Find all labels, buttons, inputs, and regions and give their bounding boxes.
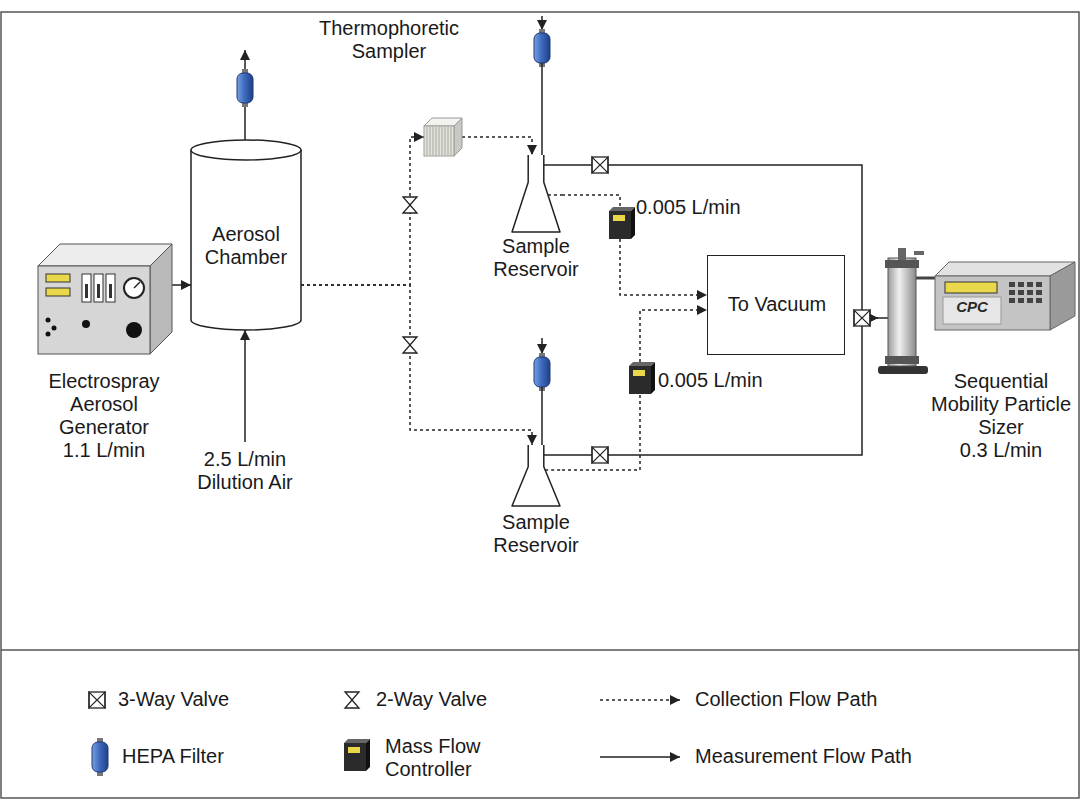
legend-entry: Mass Flow Controller: [385, 735, 495, 781]
node-text: Sample Reservoir: [476, 511, 596, 557]
flow-label: 0.005 L/min: [658, 369, 763, 392]
mass-flow-controller: [344, 739, 370, 771]
inlet-arrow: [541, 338, 543, 354]
legend-text: Measurement Flow Path: [695, 745, 912, 768]
node-text: To Vacuum: [728, 293, 827, 316]
node-text: 1.1 L/min: [63, 439, 145, 462]
node-text: Thermophoretic Sampler: [314, 17, 464, 63]
text-block: Aerosol Chamber: [191, 223, 301, 269]
vacuum-box: To Vacuum: [707, 255, 845, 355]
text-block: Sequential Mobility Particle Sizer0.3 L/…: [928, 370, 1074, 462]
legend-entry: 3-Way Valve: [118, 688, 278, 711]
mass-flow-controller: [629, 362, 655, 394]
legend-entry: 2-Way Valve: [376, 688, 536, 711]
two-way-valve: [403, 337, 417, 353]
text-block: Thermophoretic Sampler: [314, 17, 464, 63]
inlet-arrow: [541, 16, 543, 30]
legend-swatch: [92, 738, 108, 776]
node-text: Sample Reservoir: [476, 235, 596, 281]
legend-swatch: [345, 692, 359, 708]
hepa-filter: [534, 29, 550, 67]
node-text: Aerosol Chamber: [191, 223, 301, 269]
three-way-valve: [592, 157, 608, 173]
two-way-valve: [345, 692, 359, 708]
illustration: [237, 16, 870, 463]
legend-swatch: [600, 757, 680, 758]
legend-swatch: [89, 692, 105, 708]
node-text: Electrospray Aerosol Generator: [30, 370, 178, 439]
legend-entry: Measurement Flow Path: [695, 745, 955, 768]
flow-label: 2.5 L/min Dilution Air: [185, 448, 305, 494]
collection-flow-path: [301, 137, 424, 285]
three-way-valve: [854, 310, 870, 326]
dilution-air-arrow: [244, 330, 246, 442]
node-text: 0.3 L/min: [960, 439, 1042, 462]
legend-line: [600, 699, 680, 701]
node-text: Sequential Mobility Particle Sizer: [928, 370, 1074, 439]
sample-reservoir: Sample Reservoir: [510, 445, 562, 507]
particle-sizer: Sequential Mobility Particle Sizer0.3 L/…: [878, 248, 1078, 493]
legend-separator: [1, 649, 1079, 651]
label-slot: 2.5 L/min Dilution Air: [185, 448, 305, 494]
flow-label: 0.005 L/min: [636, 196, 741, 219]
hepa-filter: [92, 738, 108, 776]
thermophoretic-sampler: Thermophoretic Sampler: [424, 118, 462, 156]
inlet-line: [541, 63, 543, 155]
thermophoretic-sampler-icon: [424, 118, 462, 156]
exhaust-line: [244, 104, 246, 140]
collection-flow-path: [462, 137, 532, 155]
exhaust-arrow: [244, 50, 246, 69]
legend-swatch: [600, 700, 680, 701]
sample-reservoir-icon: [510, 155, 562, 233]
text-block: CPC: [943, 298, 1001, 316]
two-way-valve: [403, 197, 417, 213]
mass-flow-controller: [609, 207, 635, 239]
collection-flow-path: [301, 285, 532, 445]
legend-line: [600, 756, 680, 758]
legend-text: 3-Way Valve: [118, 688, 229, 711]
figure-frame: [1, 12, 1079, 798]
aerosol-generator: Electrospray Aerosol Generator1.1 L/min: [30, 240, 178, 472]
legend-entry: HEPA Filter: [122, 745, 282, 768]
three-way-valve: [89, 692, 105, 708]
text-block: Sample Reservoir: [476, 511, 596, 557]
cpc-unit-icon: [935, 262, 1075, 330]
sample-reservoir-icon: [510, 445, 562, 507]
aerosol-chamber: Aerosol Chamber: [191, 140, 301, 330]
hepa-filter: [534, 353, 550, 391]
legend-text: Collection Flow Path: [695, 688, 877, 711]
text-block: Sample Reservoir: [476, 235, 596, 281]
text-block: Electrospray Aerosol Generator1.1 L/min: [30, 370, 178, 462]
three-way-valve: [592, 447, 608, 463]
label-slot: 0.005 L/min: [636, 196, 766, 219]
label-slot: 0.005 L/min: [658, 369, 788, 392]
sample-reservoir: Sample Reservoir: [510, 155, 562, 233]
inlet-line: [541, 387, 543, 445]
text-block: To Vacuum: [708, 293, 846, 316]
legend-text: HEPA Filter: [122, 745, 224, 768]
legend-swatch: [344, 739, 370, 771]
legend-text: Mass Flow Controller: [385, 735, 495, 781]
cpc-unit: CPC: [935, 262, 1075, 330]
measurement-flow-path: [178, 284, 191, 286]
node-text: CPC: [956, 298, 988, 316]
hepa-filter: [237, 69, 253, 107]
legend-text: 2-Way Valve: [376, 688, 487, 711]
legend-entry: Collection Flow Path: [695, 688, 955, 711]
